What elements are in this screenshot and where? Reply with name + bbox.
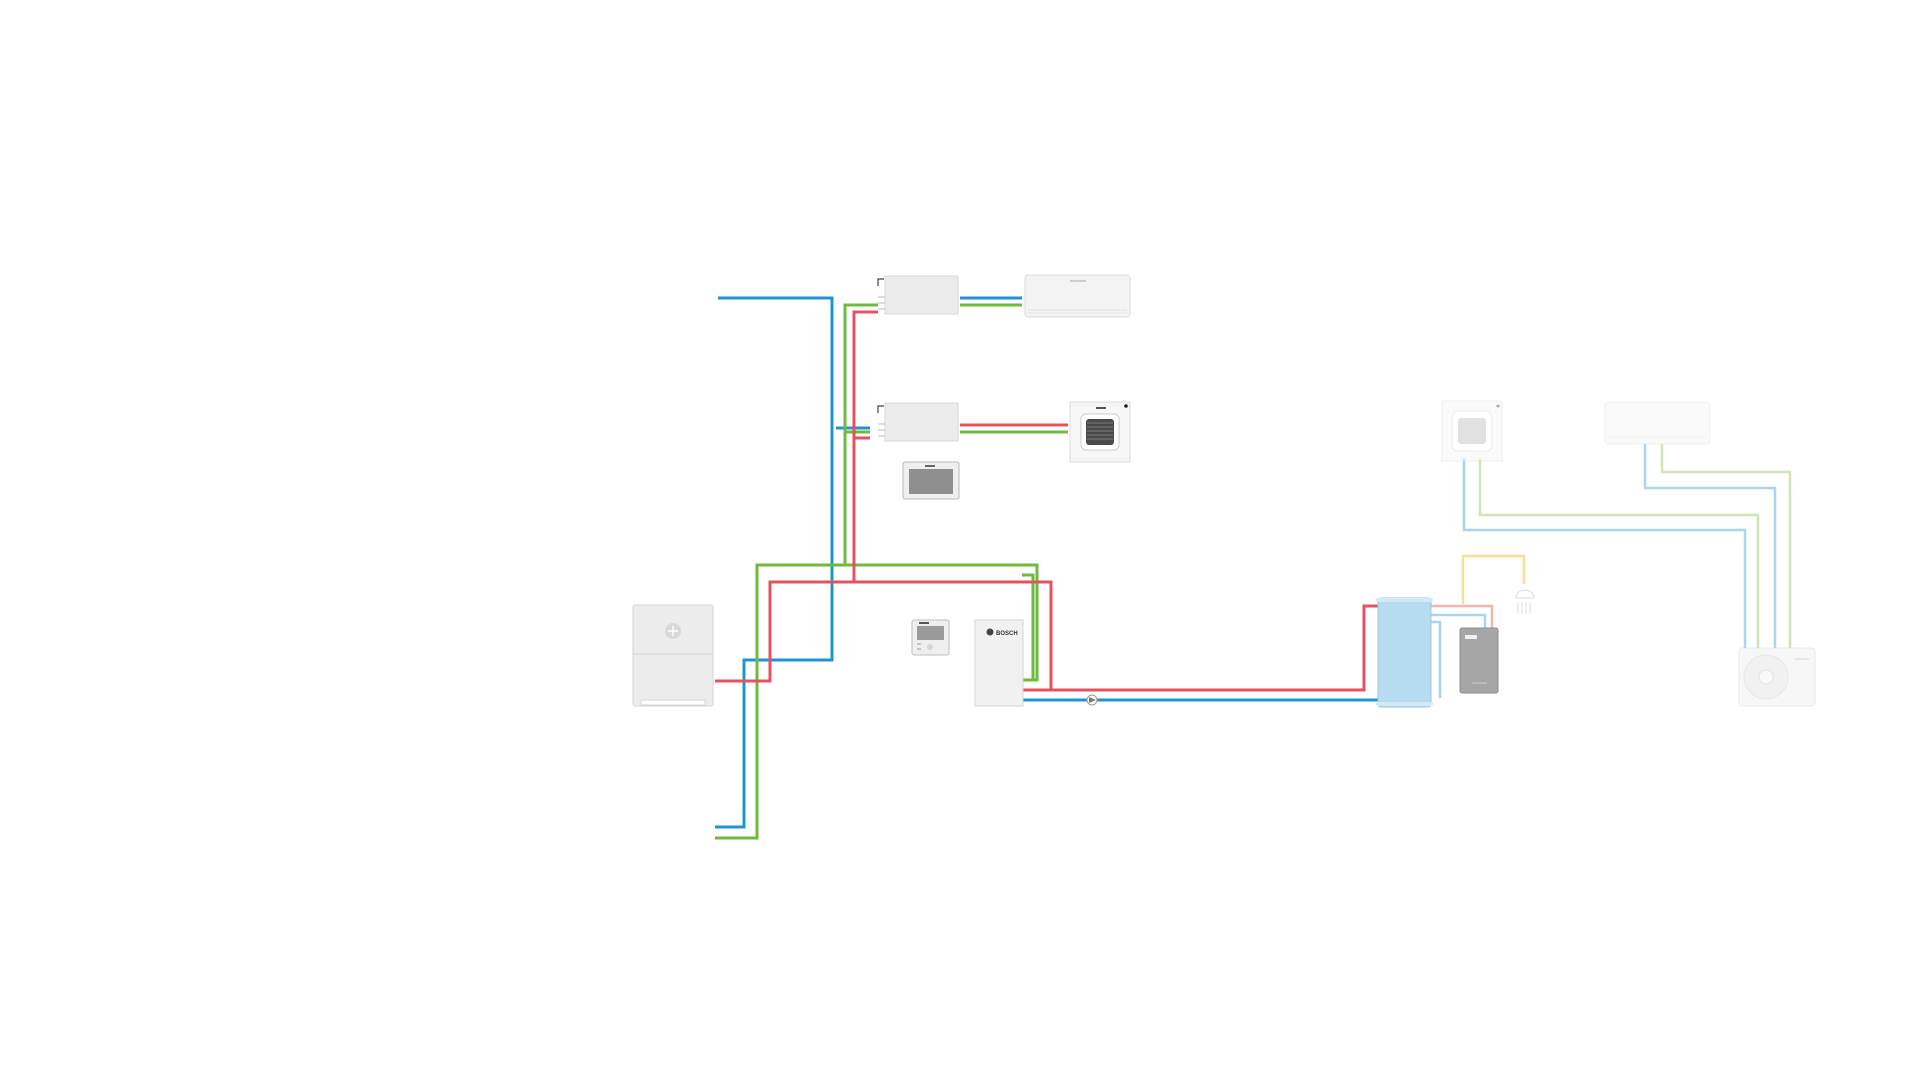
faded-blue-pipe-tank-2	[1430, 620, 1442, 698]
branch-box-2	[877, 402, 959, 442]
cassette-indoor-unit-secondary	[1441, 400, 1503, 462]
pump-icon	[1086, 694, 1098, 706]
faded-green-pipe-1	[1478, 458, 1760, 648]
branch-box-1	[877, 275, 959, 315]
faded-blue-pipe-1	[1462, 458, 1747, 648]
return-pipe-main	[715, 296, 834, 829]
faded-blue-pipe-2	[1643, 444, 1777, 648]
split-outdoor-unit-icon	[1738, 647, 1816, 707]
cassette-indoor-unit	[1069, 401, 1131, 463]
indoor-hydro-unit-icon: BOSCH	[974, 619, 1024, 707]
faded-yellow-pipe	[1461, 554, 1526, 604]
faded-red-pipe	[1430, 604, 1494, 630]
supply-pipe-to-tank	[1023, 604, 1378, 692]
hot-water-tank-icon	[1376, 597, 1433, 708]
shower-icon	[1515, 589, 1535, 614]
brand-logo-text: BOSCH	[996, 631, 1018, 637]
room-controller	[911, 619, 950, 656]
heat-pump-outdoor-unit-icon	[632, 604, 714, 707]
refrigerant-pipe-branch-hydro	[845, 563, 1039, 682]
supply-pipe-left	[715, 580, 854, 683]
wall-heater	[1459, 627, 1499, 694]
touch-controller	[902, 461, 960, 500]
faded-green-pipe-2	[1660, 444, 1792, 648]
refrigerant-pipe-hydro-in	[1022, 573, 1035, 680]
pipe-network-secondary	[1430, 444, 1792, 698]
wall-split-indoor-unit-secondary	[1604, 401, 1711, 445]
refrigerant-pipe-main	[715, 303, 878, 840]
pipe-network	[715, 296, 1378, 840]
wall-split-indoor-unit	[1024, 274, 1131, 318]
faded-blue-pipe-tank	[1430, 613, 1487, 630]
